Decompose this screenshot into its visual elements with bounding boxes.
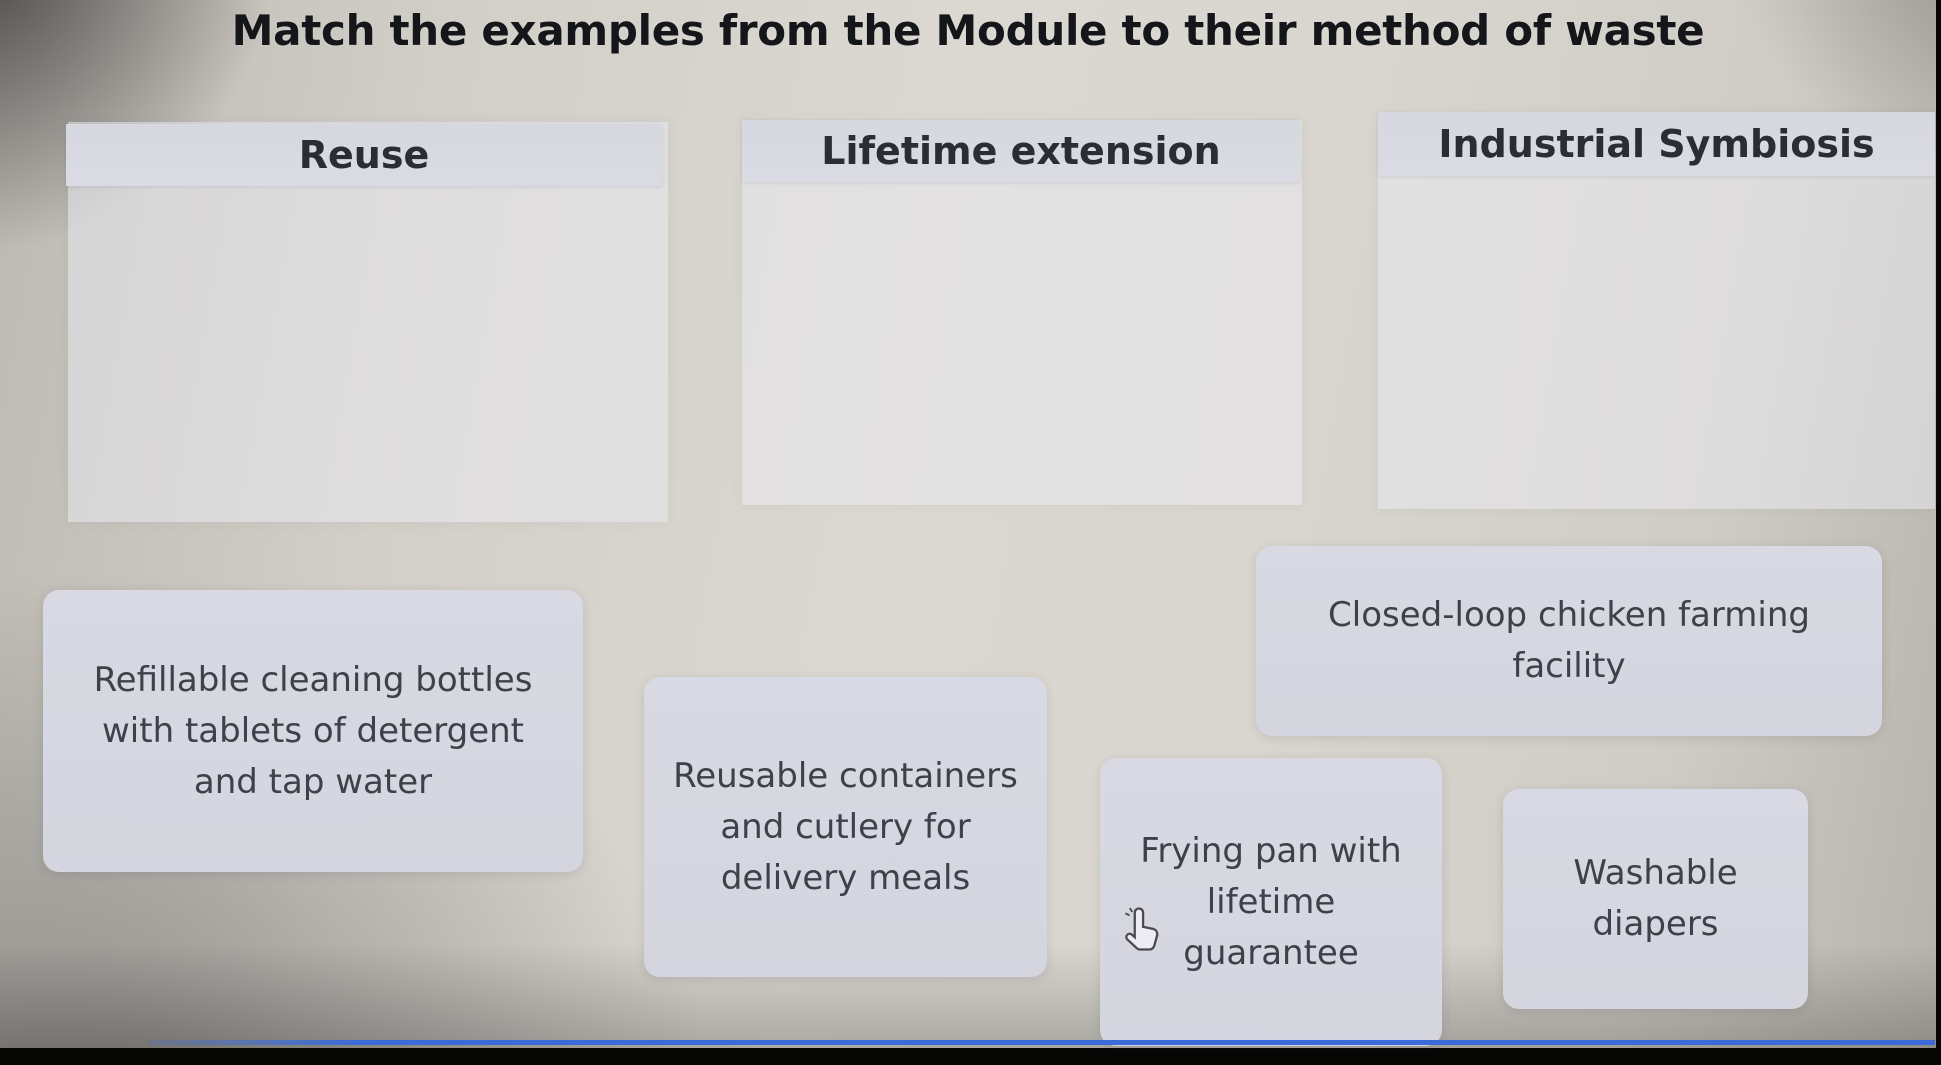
card-label: Refillable cleaning bottles with tablets… <box>93 659 533 802</box>
category-header-lifetime-extension: Lifetime extension <box>742 120 1300 182</box>
drop-zone-industrial-symbiosis[interactable] <box>1378 114 1935 509</box>
card-label: Closed-loop chicken farming facility <box>1328 595 1810 686</box>
category-label: Lifetime extension <box>821 129 1221 173</box>
drop-zone-reuse[interactable] <box>68 122 668 522</box>
bottom-accent-line <box>148 1040 1935 1045</box>
card-label: Reusable containers and cutlery for deli… <box>673 755 1018 898</box>
category-header-reuse: Reuse <box>66 124 662 186</box>
drop-zone-lifetime-extension[interactable] <box>742 120 1302 505</box>
card-label: Frying pan with lifetime guarantee <box>1140 830 1402 973</box>
card-label: Washable diapers <box>1573 853 1738 944</box>
category-label: Industrial Symbiosis <box>1438 122 1875 166</box>
category-label: Reuse <box>298 133 430 177</box>
draggable-card-reusable-containers[interactable]: Reusable containers and cutlery for deli… <box>644 677 1047 977</box>
draggable-card-frying-pan[interactable]: Frying pan with lifetime guarantee <box>1100 758 1442 1046</box>
question-title: Match the examples from the Module to th… <box>231 6 1705 55</box>
category-header-industrial-symbiosis: Industrial Symbiosis <box>1378 112 1935 176</box>
draggable-card-closed-loop-farming[interactable]: Closed-loop chicken farming facility <box>1256 546 1882 736</box>
draggable-card-washable-diapers[interactable]: Washable diapers <box>1503 789 1808 1009</box>
draggable-card-refillable-bottles[interactable]: Refillable cleaning bottles with tablets… <box>43 590 583 872</box>
